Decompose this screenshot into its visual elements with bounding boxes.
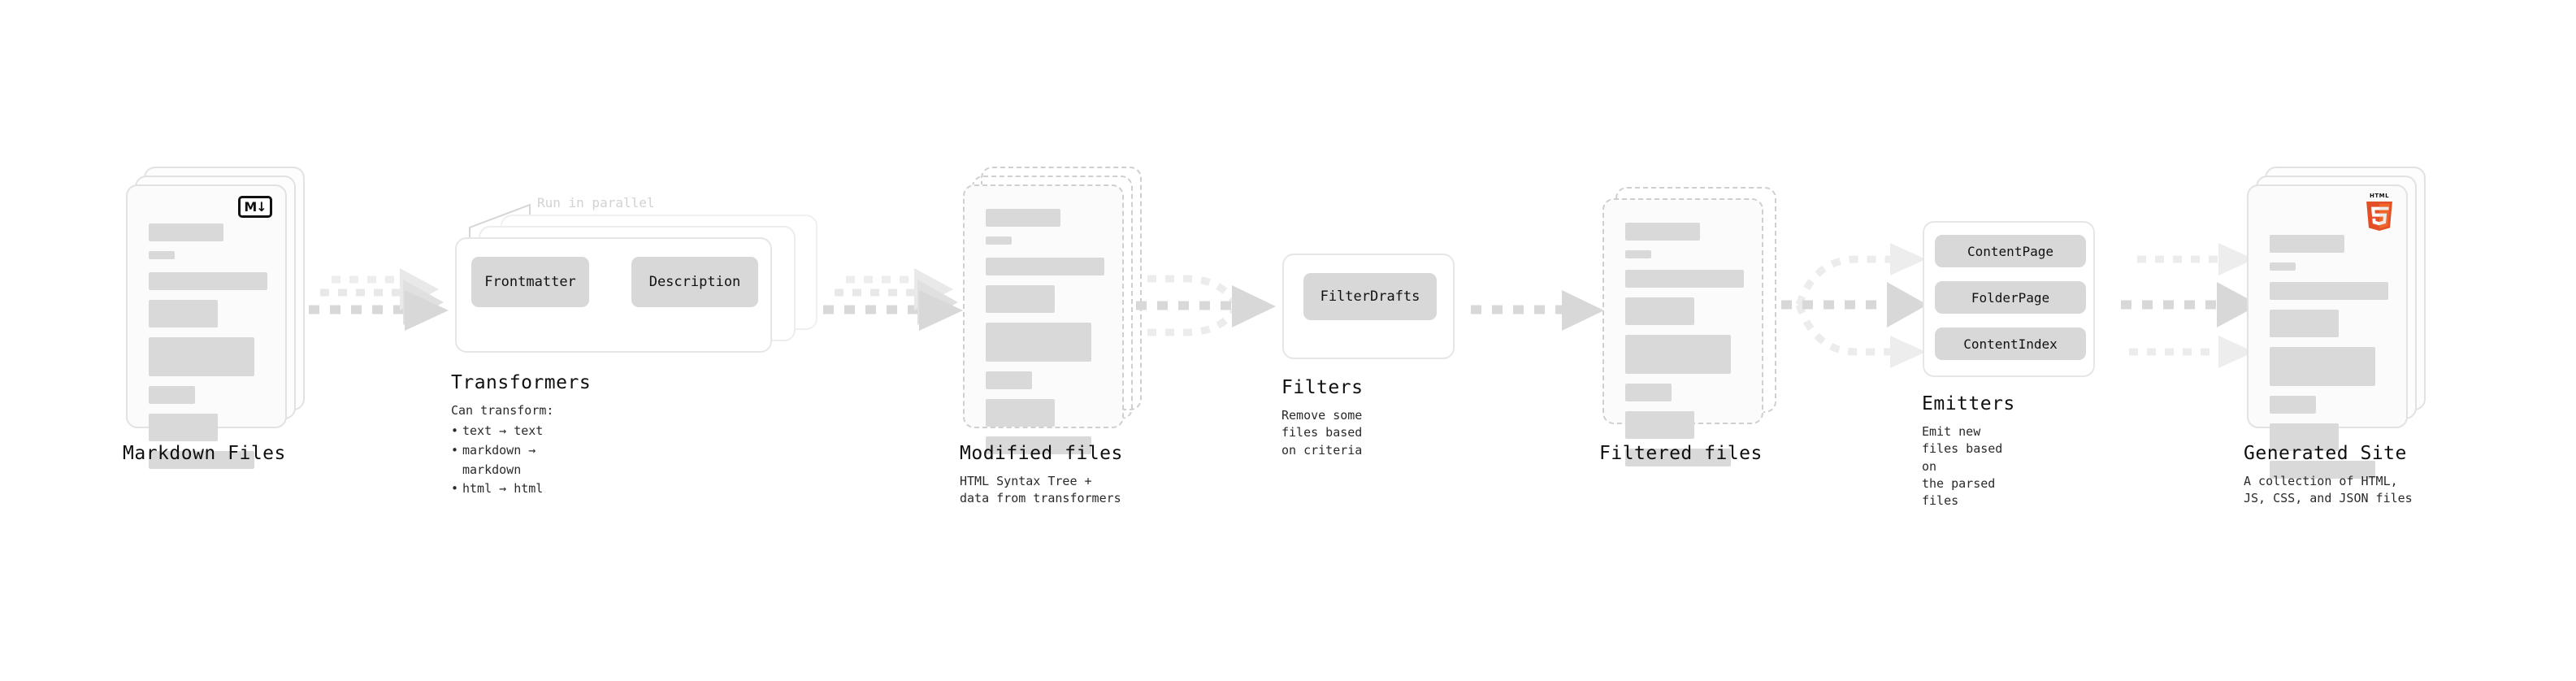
arrow-modified-files-to-filters	[1136, 264, 1290, 362]
skeleton-line	[1625, 297, 1694, 325]
stage-subtitle-emitters: Emit new files based on the parsed files	[1922, 424, 2003, 509]
skeleton-line	[2270, 235, 2344, 253]
skeleton-line	[149, 414, 218, 441]
skeleton-line	[2270, 310, 2339, 337]
modified-file-stack	[963, 167, 1142, 454]
skeleton-line	[2270, 282, 2388, 300]
stage-title-filters: Filters	[1281, 377, 1364, 398]
skeleton-line	[1625, 411, 1694, 439]
arrow-emitters-to-generated-site	[2113, 232, 2267, 378]
skeleton-line	[2270, 423, 2339, 451]
list-item: • markdown → markdown	[451, 442, 536, 477]
skeleton-line	[2270, 461, 2375, 479]
bullet-label: html → html	[462, 481, 544, 497]
skeleton-line	[986, 399, 1055, 427]
filtered-card-front	[1602, 198, 1763, 466]
skeleton-line	[1625, 270, 1744, 288]
generated-file-stack: CSS HTML	[2247, 167, 2426, 479]
transformers-bullet-list: • text → text • markdown → markdown • ht…	[451, 422, 591, 499]
transformer-chip-label: Description	[648, 274, 741, 290]
skeleton-line	[1625, 223, 1700, 241]
filter-chip-label: FilterDrafts	[1320, 288, 1420, 305]
list-item: • text → text	[451, 423, 544, 439]
stage-modified-files: Modified files HTML Syntax Tree + data f…	[960, 167, 1142, 505]
emitter-chip-label: ContentIndex	[1963, 336, 2058, 352]
list-item: • html → html	[451, 481, 544, 497]
card-skeleton	[1625, 223, 1744, 476]
transformer-chip-frontmatter[interactable]: Frontmatter	[471, 257, 589, 307]
skeleton-line	[2270, 347, 2375, 386]
stage-title-generated-site: Generated Site	[2244, 443, 2407, 464]
bullet-label: text → text	[462, 423, 544, 439]
skeleton-line	[2270, 262, 2296, 271]
skeleton-line	[986, 209, 1060, 227]
transformer-chip-label: Frontmatter	[484, 274, 576, 290]
parallel-label: Run in parallel	[537, 195, 655, 210]
skeleton-line	[986, 371, 1032, 389]
html5-badge-label: HTML	[2369, 193, 2390, 199]
bullet-label: markdown → markdown	[462, 442, 536, 477]
card-skeleton	[2270, 235, 2388, 488]
stage-markdown-files: M↓ M↓ M↓	[123, 167, 305, 469]
filters-panel: FilterDrafts	[1282, 254, 1455, 359]
markdown-badge: M↓	[238, 196, 272, 218]
transformer-panel-front: Frontmatter Description	[455, 237, 772, 353]
arrow-markdown-to-transformers	[309, 268, 455, 358]
stage-subtitle-modified-files: HTML Syntax Tree + data from transformer…	[960, 474, 1121, 506]
emitter-chip-folderpage[interactable]: FolderPage	[1935, 281, 2086, 314]
emitter-chip-label: FolderPage	[1971, 289, 2050, 306]
skeleton-line	[149, 337, 254, 376]
skeleton-line	[149, 223, 223, 241]
skeleton-line	[149, 251, 176, 259]
arrow-filtered-files-to-emitters	[1781, 232, 1936, 378]
skeleton-line	[149, 300, 218, 327]
stage-title-transformers: Transformers	[451, 372, 592, 393]
skeleton-line	[1625, 335, 1731, 374]
stage-title-modified-files: Modified files	[960, 443, 1123, 464]
skeleton-line	[986, 258, 1104, 275]
stage-subtitle-filters: Remove some files based on criteria	[1281, 408, 1363, 458]
skeleton-line	[986, 285, 1055, 313]
skeleton-line	[2270, 396, 2316, 414]
markdown-card-front: M↓	[126, 184, 287, 469]
emitter-chip-contentpage[interactable]: ContentPage	[1935, 235, 2086, 267]
emitter-chip-label: ContentPage	[1967, 243, 2053, 259]
card-skeleton	[986, 209, 1104, 464]
skeleton-line	[149, 386, 195, 404]
generated-card-html: HTML	[2247, 184, 2408, 479]
stage-filtered-files: Filtered files	[1599, 187, 1781, 466]
skeleton-line	[1625, 384, 1672, 401]
arrow-transformers-to-modified-files	[823, 268, 969, 358]
markdown-file-stack: M↓ M↓ M↓	[126, 167, 305, 469]
stage-title-emitters: Emitters	[1922, 393, 2015, 414]
html5-badge: HTML	[2365, 193, 2394, 231]
stage-generated-site: CSS HTML	[2244, 167, 2426, 505]
stage-title-filtered-files: Filtered files	[1599, 443, 1763, 464]
skeleton-line	[149, 272, 267, 290]
emitter-chip-contentindex[interactable]: ContentIndex	[1935, 327, 2086, 360]
emitters-panel: ContentPage FolderPage ContentIndex	[1923, 221, 2095, 377]
stage-subtitle-generated-site: A collection of HTML, JS, CSS, and JSON …	[2244, 474, 2413, 506]
arrow-filters-to-filtered-files	[1471, 268, 1609, 358]
skeleton-line	[1625, 250, 1652, 258]
stage-subtitle-transformers: Can transform:	[451, 403, 554, 418]
filter-chip-filterdrafts[interactable]: FilterDrafts	[1303, 273, 1437, 320]
skeleton-line	[986, 323, 1091, 362]
skeleton-line	[986, 436, 1091, 454]
skeleton-line	[1625, 449, 1731, 466]
transformer-chip-description[interactable]: Description	[631, 257, 758, 307]
filtered-file-stack	[1602, 187, 1781, 466]
skeleton-line	[149, 451, 254, 469]
skeleton-line	[986, 236, 1013, 245]
modified-card-front	[963, 184, 1124, 454]
card-skeleton	[149, 223, 267, 479]
stage-title-markdown-files: Markdown Files	[123, 443, 286, 464]
